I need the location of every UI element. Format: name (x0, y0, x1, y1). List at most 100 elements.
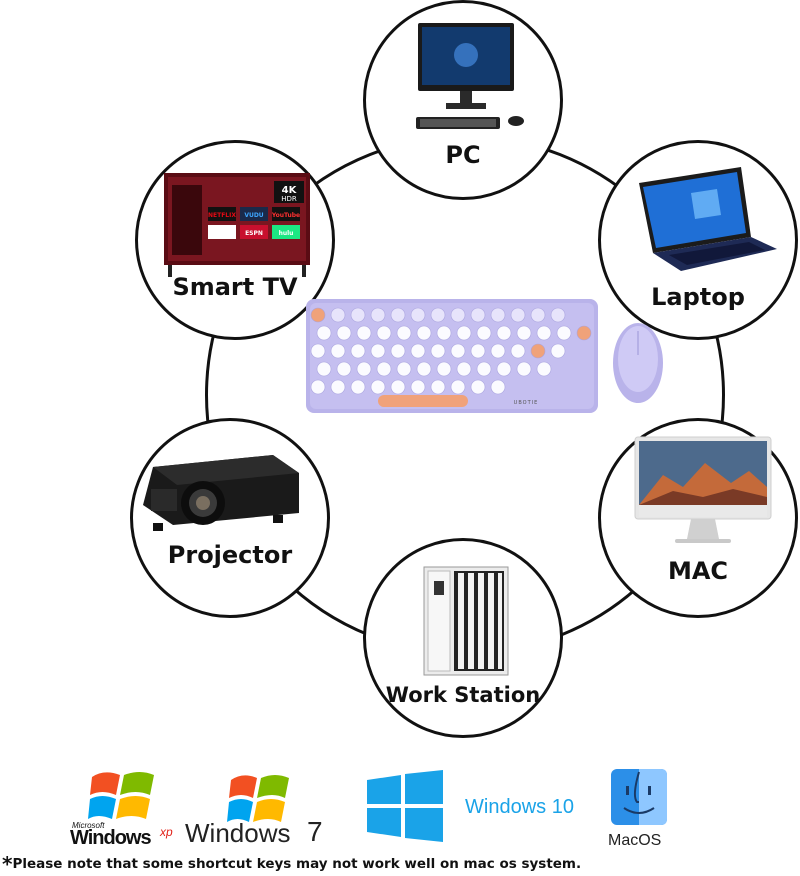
keyboard-key (390, 379, 406, 395)
keyboard-key (476, 361, 492, 377)
os-logo-macos: MacOS (600, 768, 680, 858)
keyboard-key (316, 361, 332, 377)
keyboard-key (430, 307, 446, 323)
laptop-icon (639, 167, 777, 271)
laptop-label: Laptop (651, 283, 745, 311)
os-logo-windows-xp: Microsoft Windows xp (62, 765, 182, 850)
keyboard-key (370, 307, 386, 323)
tv-tile-3: YouTube (271, 212, 300, 219)
keyboard-key (556, 325, 572, 341)
keyboard-key (430, 379, 446, 395)
tv-badge: 4K (282, 185, 298, 196)
keyboard-key (436, 361, 452, 377)
keyboard-key (510, 307, 526, 323)
keyboard-key (496, 361, 512, 377)
keyboard-key (490, 379, 506, 395)
macos-finder-icon (611, 769, 667, 825)
pc-label: PC (445, 141, 481, 169)
win10-text: Windows 10 (465, 796, 574, 818)
note-star: * (2, 852, 13, 876)
os-logo-windows-10: Windows 10 (365, 770, 585, 842)
keyboard-key (416, 325, 432, 341)
keyboard-key (376, 325, 392, 341)
keyboard-key (410, 307, 426, 323)
device-node-pc[interactable]: PC (363, 0, 563, 200)
smart-tv-icon: 4K HDR NETFLIX VUDU YouTube ESPN hulu (164, 173, 310, 277)
win7-number: 7 (307, 816, 323, 847)
xp-suffix-text: xp (160, 825, 173, 839)
tv-tile-6: hulu (279, 230, 294, 237)
keyboard-key (470, 379, 486, 395)
keyboard-key (396, 361, 412, 377)
keyboard-key (350, 307, 366, 323)
keyboard-key (350, 343, 366, 359)
keyboard-key (470, 307, 486, 323)
keyboard-key (310, 343, 326, 359)
tv-tile-1: NETFLIX (208, 212, 236, 219)
keyboard-key (470, 343, 486, 359)
keyboard-key (450, 343, 466, 359)
device-node-projector[interactable]: Projector (130, 418, 330, 618)
mouse-icon (613, 323, 663, 403)
imac-icon (634, 436, 772, 543)
keyboard-key (430, 343, 446, 359)
keyboard-key (330, 379, 346, 395)
keyboard-key (530, 307, 546, 323)
keyboard-key (436, 325, 452, 341)
keyboard-key (496, 325, 512, 341)
keyboard-image: UBOTIE (306, 299, 663, 413)
keyboard-mouse-set: UBOTIE (300, 295, 700, 429)
keyboard-key (330, 343, 346, 359)
smart-tv-label: Smart TV (172, 273, 298, 301)
keyboard-key (316, 325, 332, 341)
device-node-mac[interactable]: MAC (598, 418, 798, 618)
workstation-tower-icon (423, 566, 509, 676)
keyboard-key (370, 343, 386, 359)
keyboard-key (450, 379, 466, 395)
keyboard-key (356, 325, 372, 341)
keyboard-key (536, 325, 552, 341)
device-node-smart-tv[interactable]: 4K HDR NETFLIX VUDU YouTube ESPN hulu Sm… (135, 140, 335, 340)
keyboard-key (310, 307, 326, 323)
keyboard-key (530, 343, 546, 359)
keyboard-key (370, 379, 386, 395)
os-logo-windows-7: Windows 7 (183, 770, 333, 855)
device-node-laptop[interactable]: Laptop (598, 140, 798, 340)
macos-text: MacOS (608, 832, 662, 849)
xp-windows-text: Windows (70, 827, 152, 849)
workstation-label: Work Station (385, 683, 541, 707)
xp-microsoft-text: Microsoft (72, 821, 105, 830)
keyboard-key (490, 343, 506, 359)
device-node-workstation[interactable]: Work Station (363, 538, 563, 738)
keyboard-key (410, 343, 426, 359)
tv-tile-2: VUDU (244, 212, 263, 219)
keyboard-key (336, 325, 352, 341)
keyboard-key (536, 361, 552, 377)
keyboard-key (456, 361, 472, 377)
tv-tile-5: ESPN (245, 230, 263, 237)
keyboard-key (390, 343, 406, 359)
keyboard-key (356, 361, 372, 377)
win7-text: Windows (185, 818, 291, 848)
keyboard-key (510, 343, 526, 359)
keyboard-key (410, 379, 426, 395)
keyboard-key (416, 361, 432, 377)
keyboard-key (396, 325, 412, 341)
windows-xp-flag-icon (88, 772, 154, 819)
pc-monitor-icon (416, 23, 524, 129)
windows-7-flag-icon (227, 775, 289, 822)
projector-icon (143, 455, 299, 531)
keyboard-key (376, 361, 392, 377)
keyboard-brand: UBOTIE (514, 400, 539, 406)
keyboard-key (516, 325, 532, 341)
windows-10-logo-icon (367, 770, 443, 842)
projector-label: Projector (167, 541, 293, 569)
keyboard-key (476, 325, 492, 341)
keyboard-key (390, 307, 406, 323)
keyboard-key (336, 361, 352, 377)
mac-label: MAC (667, 557, 729, 585)
keyboard-key (490, 307, 506, 323)
tv-badge-sub: HDR (281, 195, 297, 203)
keyboard-key (550, 343, 566, 359)
keyboard-key (350, 379, 366, 395)
